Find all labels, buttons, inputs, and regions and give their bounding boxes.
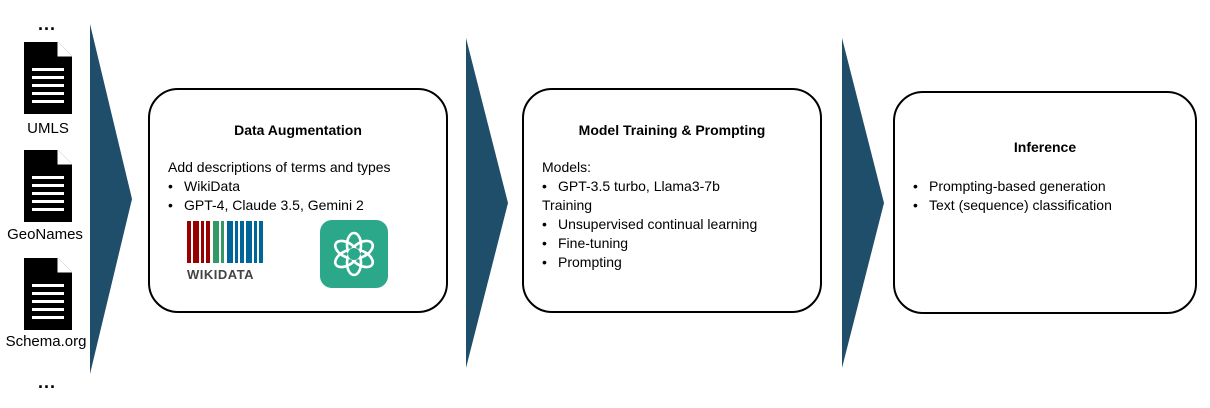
data-augmentation-intro: Add descriptions of terms and types [168,159,391,175]
list-item: GPT-3.5 turbo, Llama3-7b [540,177,720,196]
models-list: GPT-3.5 turbo, Llama3-7b [540,177,720,196]
inference-title: Inference [1013,139,1077,155]
source-label-umls: UMLS [27,120,69,137]
document-icon [24,42,72,114]
wikidata-logo-text: WIKIDATA [187,267,255,282]
list-item: Unsupervised continual learning [540,215,757,234]
list-item: Text (sequence) classification [911,196,1112,215]
arrow-2 [466,38,508,368]
list-item: Prompting-based generation [911,177,1112,196]
training-heading: Training [542,197,593,213]
models-heading: Models: [542,159,592,175]
wikidata-logo: WIKIDATA [187,221,269,291]
source-label-geonames: GeoNames [7,226,83,243]
data-augmentation-list: WikiData GPT-4, Claude 3.5, Gemini 2 [166,177,364,215]
document-icon [24,258,72,330]
arrow-3 [842,38,884,368]
arrow-1 [90,24,132,374]
training-list: Unsupervised continual learning Fine-tun… [540,215,757,272]
list-item: Prompting [540,253,757,272]
sources-bottom-ellipsis: ... [38,372,57,392]
data-augmentation-box: Data Augmentation Add descriptions of te… [148,88,448,313]
inference-list: Prompting-based generation Text (sequenc… [911,177,1112,215]
document-icon [24,150,72,222]
list-item: GPT-4, Claude 3.5, Gemini 2 [166,196,364,215]
list-item: Fine-tuning [540,234,757,253]
list-item: WikiData [166,177,364,196]
source-label-schema-org: Schema.org [5,333,87,350]
model-training-box: Model Training & Prompting Models: GPT-3… [522,88,822,313]
sources-top-ellipsis: ... [38,14,57,34]
inference-box: Inference Prompting-based generation Tex… [893,91,1197,314]
data-augmentation-title: Data Augmentation [234,122,362,138]
openai-logo [320,220,388,288]
model-training-title: Model Training & Prompting [578,122,766,138]
